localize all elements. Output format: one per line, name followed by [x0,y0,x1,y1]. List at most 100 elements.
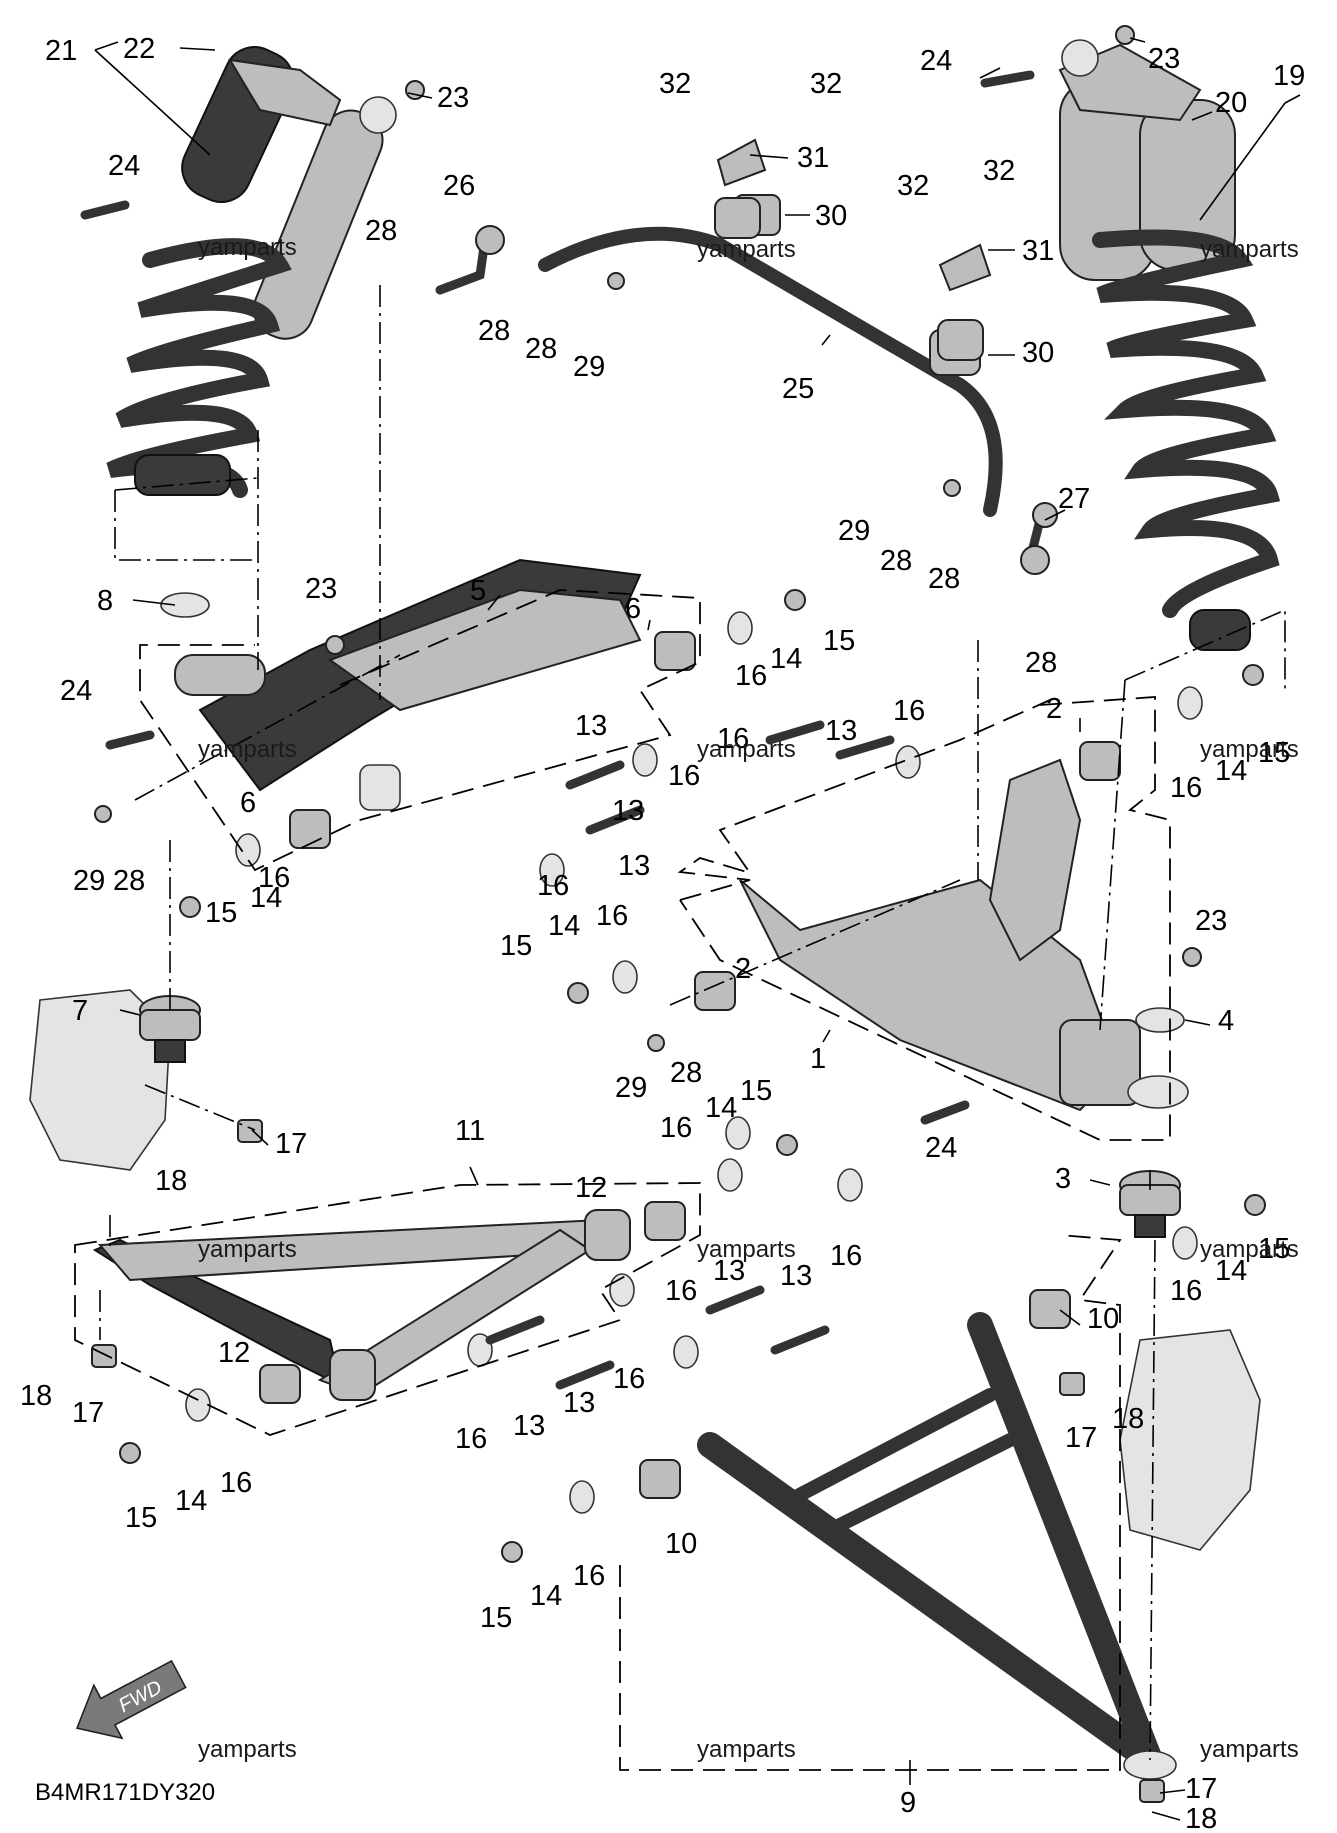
label-32: 32 [659,68,691,100]
label-16: 16 [665,1275,697,1307]
label-24: 24 [920,45,952,77]
label-17: 17 [1065,1422,1097,1454]
watermark: yamparts [1200,236,1299,263]
label-15: 15 [480,1602,512,1634]
watermark: yamparts [697,1236,796,1263]
label-24: 24 [60,675,92,707]
label-12: 12 [218,1337,250,1369]
label-18: 18 [20,1380,52,1412]
label-32: 32 [810,68,842,100]
label-6: 6 [240,787,256,819]
label-28: 28 [670,1057,702,1089]
label-16: 16 [220,1467,252,1499]
watermarks: yamparts yamparts yamparts yamparts yamp… [198,234,1299,1763]
label-29: 29 [838,515,870,547]
label-14: 14 [530,1580,562,1612]
watermark: yamparts [1200,736,1299,763]
watermark: yamparts [198,1236,297,1263]
label-16: 16 [660,1112,692,1144]
label-30: 30 [815,200,847,232]
label-14: 14 [250,882,282,914]
label-13: 13 [575,710,607,742]
label-18: 18 [1185,1803,1217,1833]
label-10: 10 [665,1528,697,1560]
label-13: 13 [563,1387,595,1419]
label-3: 3 [1055,1163,1071,1195]
assembly-lines [99,285,1286,1761]
label-13: 13 [780,1260,812,1292]
lower-right-arm [697,1312,1177,1780]
label-32: 32 [983,155,1015,187]
label-13: 13 [618,850,650,882]
watermark: yamparts [198,736,297,763]
label-24: 24 [925,1132,957,1164]
label-11: 11 [455,1115,485,1147]
label-16: 16 [1170,772,1202,804]
label-10: 10 [1087,1303,1119,1335]
label-27: 27 [1058,483,1090,515]
label-17: 17 [1185,1773,1217,1805]
label-20: 20 [1215,87,1247,119]
label-15: 15 [1258,1233,1290,1265]
label-14: 14 [770,643,802,675]
part-number-labels: 21 22 23 24 26 28 28 28 29 32 32 31 30 2… [20,33,1305,1833]
leader-lines [94,37,1301,1821]
label-28: 28 [525,333,557,365]
label-4: 4 [1218,1005,1234,1037]
label-23: 23 [1195,905,1227,937]
right-shock-absorber [1058,39,1281,651]
label-13: 13 [513,1410,545,1442]
label-14: 14 [1215,1255,1247,1287]
label-28: 28 [928,563,960,595]
right-coil-spring [1092,229,1281,618]
label-16: 16 [613,1363,645,1395]
label-19: 19 [1273,60,1305,92]
label-29: 29 [573,351,605,383]
left-coil-spring [106,238,292,498]
fwd-arrow: FWD [75,1659,187,1740]
label-15: 15 [740,1075,772,1107]
left-shock-absorber [106,46,397,498]
label-2: 2 [1046,693,1062,725]
label-28: 28 [365,215,397,247]
label-16: 16 [537,870,569,902]
label-22: 22 [123,33,155,65]
label-13: 13 [825,715,857,747]
label-29: 29 [73,865,105,897]
label-15: 15 [205,897,237,929]
fwd-arrow-icon [75,1659,187,1740]
label-26: 26 [443,170,475,202]
group-outlines [74,589,1171,1771]
watermark: yamparts [1200,1236,1299,1263]
label-16: 16 [668,760,700,792]
label-16: 16 [893,695,925,727]
label-15: 15 [125,1502,157,1534]
label-15: 15 [823,625,855,657]
label-13: 13 [612,795,644,827]
label-16: 16 [573,1560,605,1592]
label-14: 14 [175,1485,207,1517]
watermark: yamparts [697,736,796,763]
label-28: 28 [113,865,145,897]
label-14: 14 [548,910,580,942]
label-32: 32 [897,170,929,202]
label-15: 15 [500,930,532,962]
label-28: 28 [880,545,912,577]
label-25: 25 [782,373,814,405]
diagram-code: B4MR171DY320 [35,1779,215,1806]
label-12: 12 [575,1172,607,1204]
label-1: 1 [810,1043,826,1075]
label-9: 9 [900,1787,916,1819]
label-23: 23 [437,82,469,114]
label-15: 15 [1258,737,1290,769]
label-28: 28 [1025,647,1057,679]
watermark: yamparts [198,1736,297,1763]
label-16: 16 [735,660,767,692]
label-16: 16 [830,1240,862,1272]
label-2: 2 [735,953,751,985]
lower-left-arm [92,1209,631,1401]
left-knuckle [29,989,171,1171]
small-hardware [80,25,1266,1803]
label-28: 28 [478,315,510,347]
label-17: 17 [275,1128,307,1160]
